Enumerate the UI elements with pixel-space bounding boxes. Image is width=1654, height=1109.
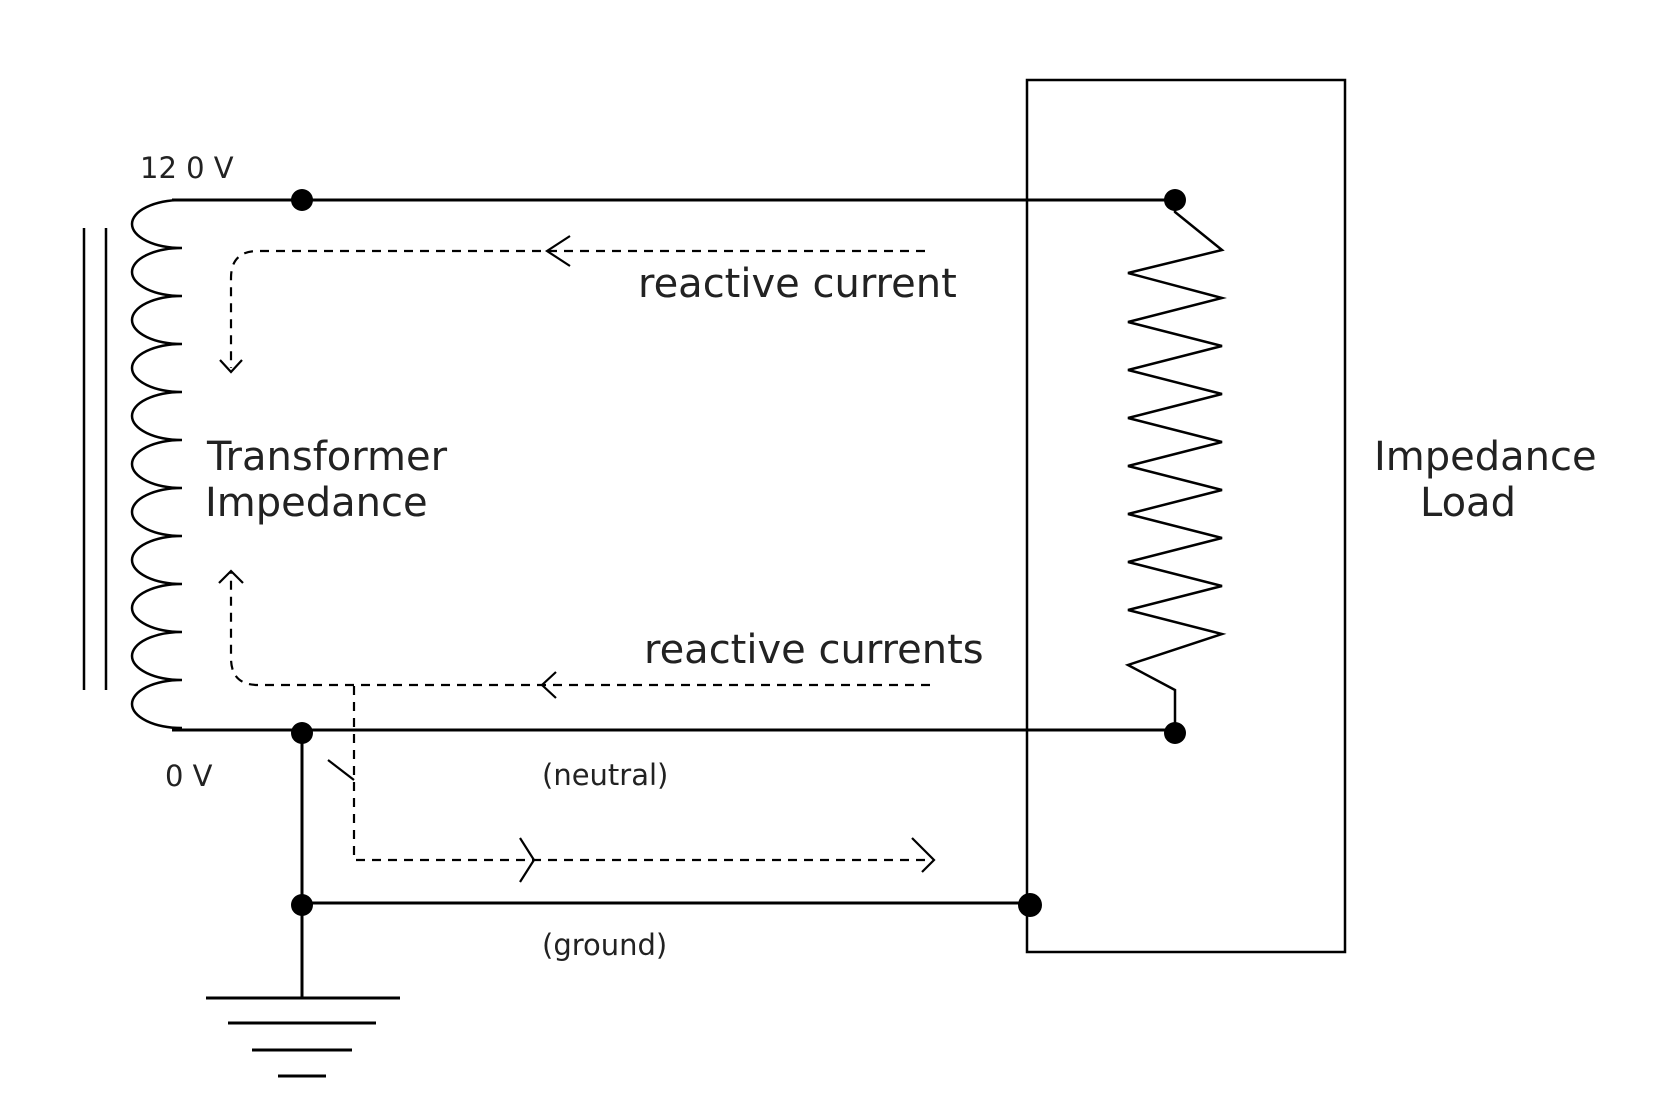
- load-label-line2: Load: [1420, 480, 1516, 526]
- reactive-current-path-top: [229, 249, 925, 368]
- reactive-current-label-top: reactive current: [638, 261, 957, 307]
- ground-current-arrow-down: [327, 759, 355, 781]
- reactive-current-arrow-top-down: [219, 359, 243, 374]
- junction-dot-hot-right: [1164, 189, 1186, 211]
- transformer-label-line2: Impedance: [205, 480, 428, 526]
- junction-dot-ground-left: [291, 894, 313, 916]
- junction-dot-neutral-left: [291, 722, 313, 744]
- voltage-label-top: 12 0 V: [140, 151, 234, 185]
- reactive-current-arrow-top-left: [544, 235, 571, 267]
- junction-dot-hot-left: [291, 189, 313, 211]
- reactive-current-arrow-bottom-left: [540, 671, 557, 699]
- load-enclosure: [1025, 78, 1347, 954]
- earth-ground-symbol: [206, 996, 400, 1078]
- load-label-line1: Impedance: [1374, 434, 1597, 480]
- ground-current-arrow-right-2: [911, 837, 936, 873]
- junction-dot-ground-right: [1018, 893, 1042, 917]
- voltage-label-bottom: 0 V: [165, 759, 213, 793]
- ground-current-arrow-right-1: [519, 837, 536, 883]
- reactive-currents-label-bottom: reactive currents: [644, 627, 984, 673]
- neutral-label: (neutral): [542, 758, 668, 792]
- reactive-current-path-bottom: [229, 572, 930, 687]
- ground-label: (ground): [542, 928, 667, 962]
- junction-dot-neutral-right: [1164, 722, 1186, 744]
- reactive-current-arrow-bottom-up: [218, 569, 244, 584]
- transformer-coil: [130, 198, 183, 730]
- transformer-label-line1: Transformer: [206, 434, 448, 480]
- load-resistor: [1124, 200, 1227, 730]
